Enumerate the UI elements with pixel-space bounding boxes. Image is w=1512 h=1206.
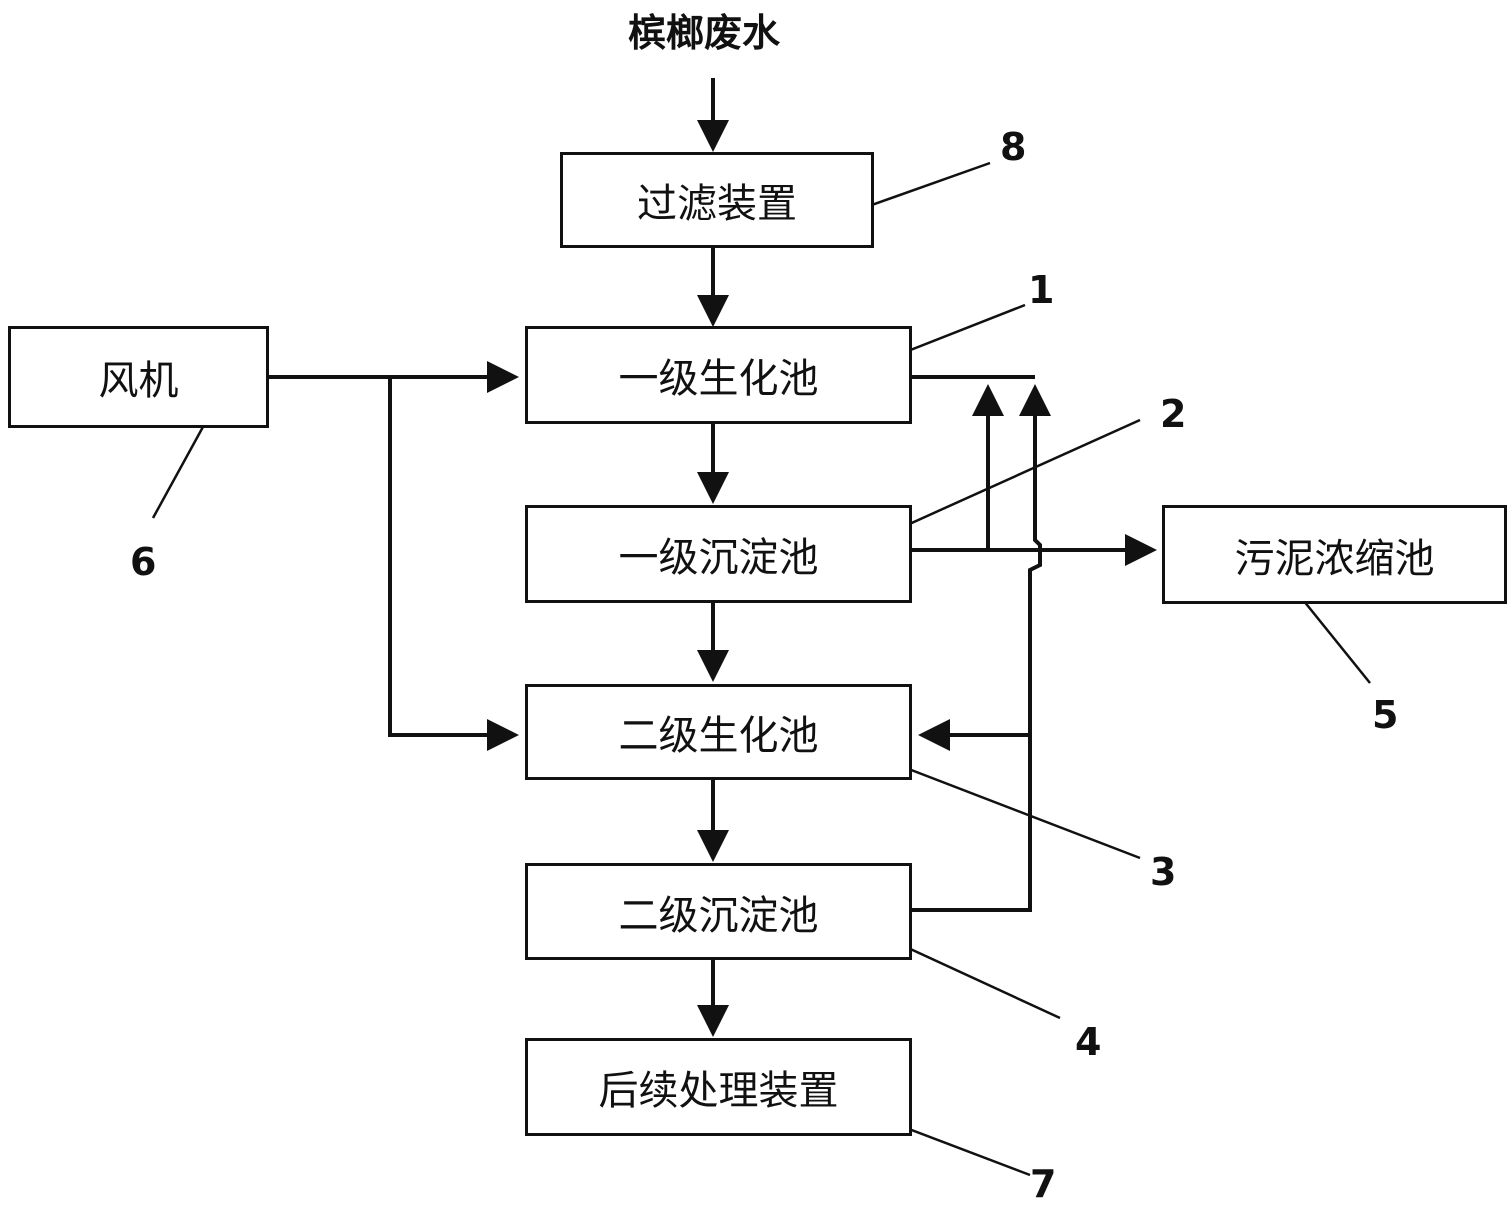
fan-label: 风机: [98, 358, 179, 404]
number-bio1: 1: [1028, 268, 1055, 312]
number-filter: 8: [1000, 125, 1027, 169]
number-sludge: 5: [1372, 693, 1399, 737]
sludge-thickener-label: 污泥浓缩池: [1234, 535, 1435, 582]
filter-device-box: 过滤装置: [560, 152, 874, 248]
bio-tank-1-box: 一级生化池: [525, 326, 912, 424]
bio-tank-2-label: 二级生化池: [618, 713, 819, 759]
sed-tank-2-box: 二级沉淀池: [525, 863, 912, 960]
sed-tank-1-label: 一级沉淀池: [618, 535, 819, 581]
number-fan: 6: [130, 540, 157, 584]
source-label: 槟榔废水: [628, 11, 781, 55]
filter-device-label: 过滤装置: [637, 181, 797, 227]
number-sed2: 4: [1075, 1020, 1102, 1064]
post-treatment-label: 后续处理装置: [598, 1068, 839, 1114]
bio-tank-2-box: 二级生化池: [525, 684, 912, 780]
leader-filter: [851, 161, 991, 214]
sed-tank-1-box: 一级沉淀池: [525, 505, 912, 603]
leader-sludge: [1294, 589, 1371, 684]
bio-tank-1-label: 一级生化池: [618, 356, 819, 402]
number-post: 7: [1030, 1162, 1057, 1206]
fan-box: 风机: [8, 326, 269, 428]
number-bio2: 3: [1150, 850, 1177, 894]
sed-tank-2-label: 二级沉淀池: [618, 892, 819, 939]
return-sed2-riser: [911, 384, 1051, 912]
post-treatment-box: 后续处理装置: [525, 1038, 912, 1136]
leader-sed1: [884, 418, 1141, 537]
number-sed1: 2: [1160, 392, 1187, 436]
leader-bio2: [879, 756, 1141, 860]
air-line-to-bio2: [388, 377, 519, 751]
sludge-thickener-box: 污泥浓缩池: [1162, 505, 1507, 604]
